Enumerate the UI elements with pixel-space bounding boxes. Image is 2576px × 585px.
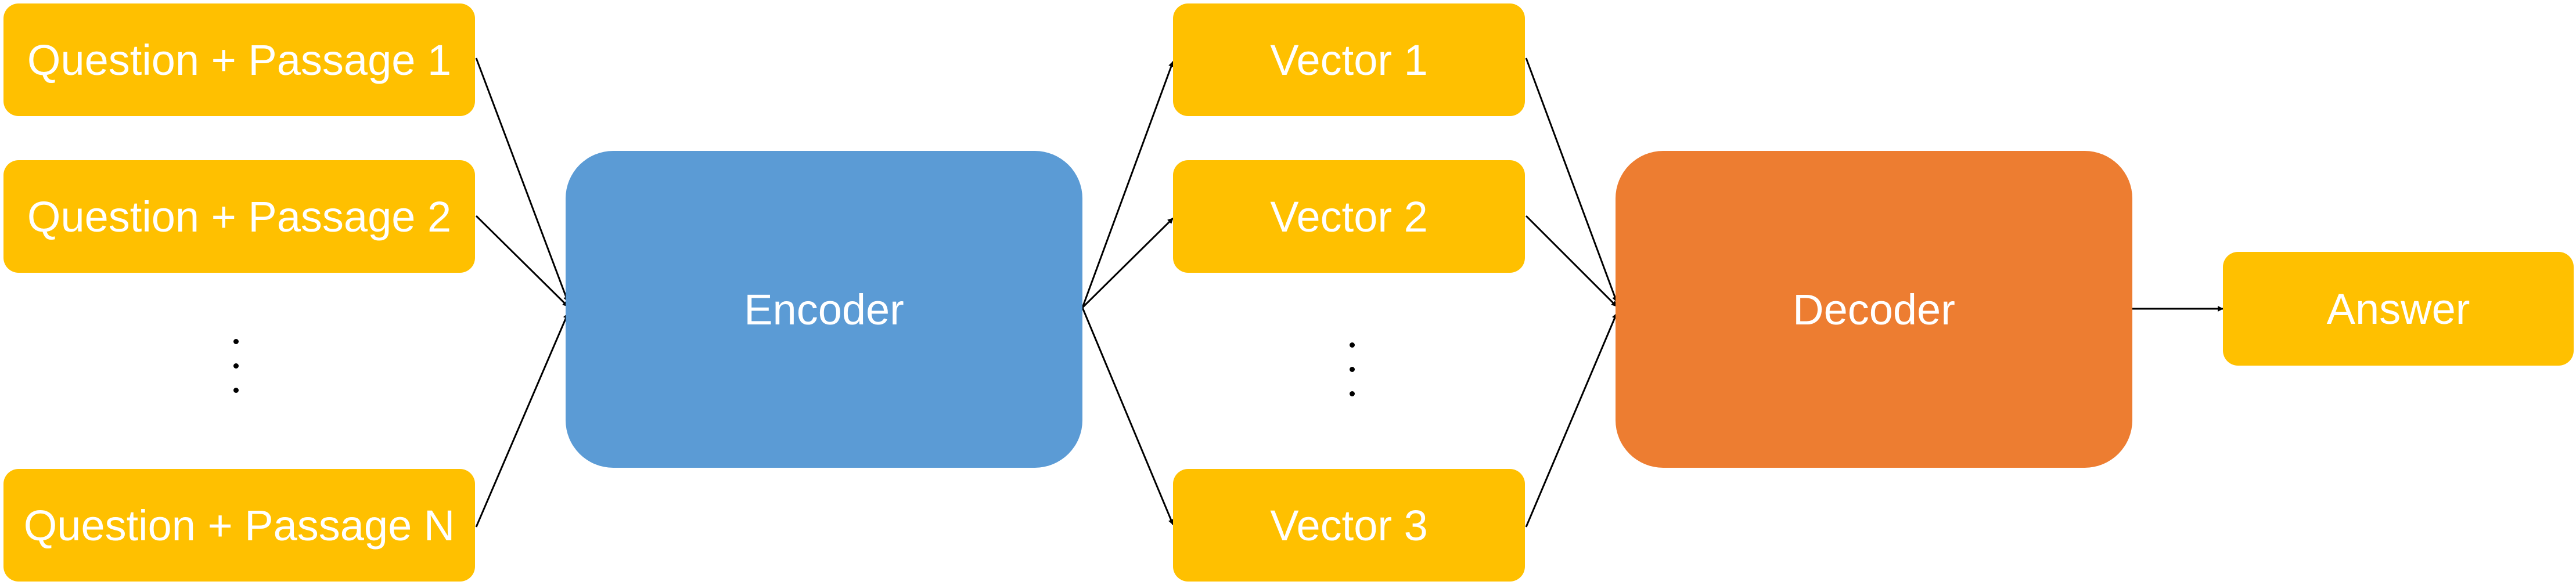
vector-box-3: Vector 3: [1173, 469, 1525, 582]
vector-box-3-label: Vector 3: [1270, 501, 1428, 550]
arrow-vector1-to-decoder: [1525, 57, 1618, 302]
arrow-inputN-to-encoder: [475, 313, 569, 528]
decoder-label: Decoder: [1793, 285, 1955, 334]
arrow-input1-to-encoder: [475, 57, 569, 302]
input-box-1-label: Question + Passage 1: [27, 35, 452, 84]
input-box-1: Question + Passage 1: [3, 3, 475, 116]
vector-box-1: Vector 1: [1173, 3, 1525, 116]
input-box-2: Question + Passage 2: [3, 160, 475, 273]
arrow-vector2-to-decoder: [1525, 215, 1618, 308]
input-box-n-label: Question + Passage N: [23, 501, 455, 550]
decoder-block: Decoder: [1616, 151, 2132, 468]
vector-box-1-label: Vector 1: [1270, 35, 1428, 84]
input-box-n: Question + Passage N: [3, 469, 475, 582]
answer-box: Answer: [2223, 252, 2574, 366]
answer-label: Answer: [2326, 284, 2470, 333]
input-ellipsis: [224, 339, 247, 403]
arrow-encoder-to-vector3: [1081, 307, 1174, 525]
vector-box-2: Vector 2: [1173, 160, 1525, 273]
input-box-2-label: Question + Passage 2: [27, 192, 452, 241]
arrow-input2-to-encoder: [475, 215, 569, 308]
encoder-label: Encoder: [744, 285, 904, 334]
arrow-vector3-to-decoder: [1525, 313, 1618, 528]
arrow-encoder-to-vector2: [1081, 217, 1174, 309]
vector-box-2-label: Vector 2: [1270, 192, 1428, 241]
vector-ellipsis: [1340, 342, 1363, 406]
arrow-encoder-to-vector1: [1081, 61, 1174, 308]
encoder-block: Encoder: [566, 151, 1082, 468]
